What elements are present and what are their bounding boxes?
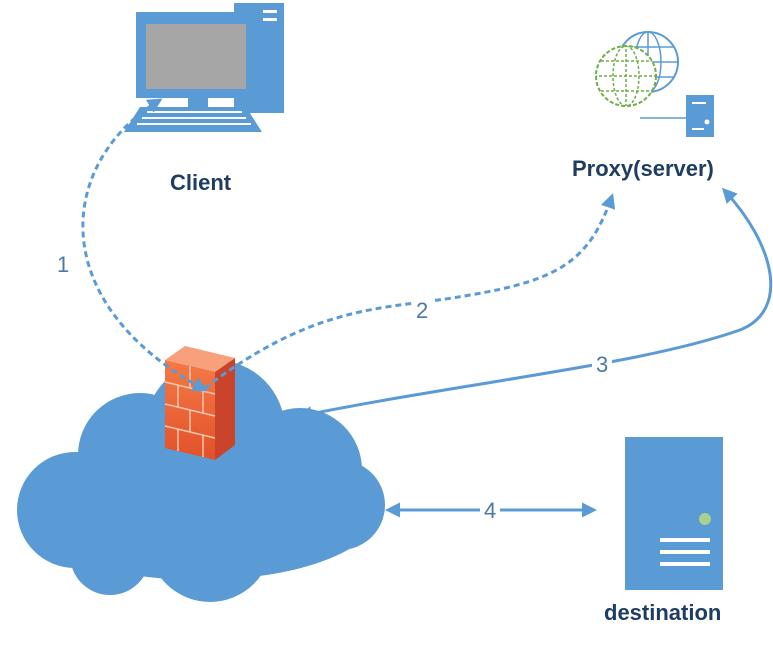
destination-label: destination [604,600,722,625]
proxy-server-label: Proxy(server) [572,156,714,181]
globe-server-icon [595,31,714,137]
step-3-label: 3 [596,352,608,377]
step-4-label: 4 [484,498,496,523]
desktop-computer-icon [124,3,284,132]
server-tower-icon [625,437,723,590]
step-1-label: 1 [57,252,69,277]
step-1-connector [81,98,208,392]
step-2-connector [204,193,616,390]
firewall-icon [164,346,235,460]
step-3-connector [297,187,773,422]
client-label: Client [170,170,232,195]
step-2-label: 2 [416,298,428,323]
